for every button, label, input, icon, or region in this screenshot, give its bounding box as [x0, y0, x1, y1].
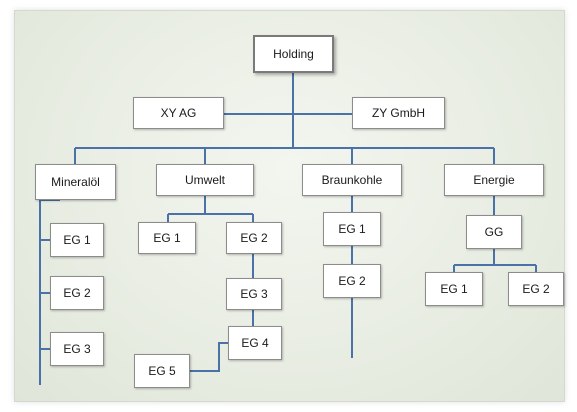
node-energie-gg: GG — [466, 215, 522, 249]
node-mineraloel-eg1: EG 1 — [50, 223, 104, 257]
node-braunkohle-eg1: EG 1 — [323, 212, 381, 246]
node-umwelt-eg5: EG 5 — [134, 354, 190, 388]
node-energie-eg1: EG 1 — [425, 272, 483, 306]
node-energie: Energie — [444, 164, 544, 196]
node-zy-gmbh: ZY GmbH — [352, 97, 445, 129]
node-umwelt-eg2: EG 2 — [226, 222, 282, 254]
node-braunkohle-eg2: EG 2 — [323, 264, 381, 298]
node-mineraloel-eg3: EG 3 — [50, 332, 104, 366]
node-energie-eg2: EG 2 — [508, 272, 564, 306]
node-xy-ag: XY AG — [133, 97, 224, 129]
node-holding: Holding — [253, 35, 334, 73]
node-mineraloel-eg2: EG 2 — [50, 276, 104, 310]
node-umwelt-eg3: EG 3 — [226, 278, 282, 310]
node-mineraloel: Mineralöl — [35, 164, 116, 200]
connector-umwelt-eg4-eg5 — [190, 342, 228, 372]
org-chart-background — [14, 10, 565, 402]
node-umwelt: Umwelt — [156, 164, 254, 196]
node-umwelt-eg4: EG 4 — [228, 326, 282, 360]
node-braunkohle: Braunkohle — [302, 164, 402, 196]
node-umwelt-eg1: EG 1 — [138, 222, 196, 254]
